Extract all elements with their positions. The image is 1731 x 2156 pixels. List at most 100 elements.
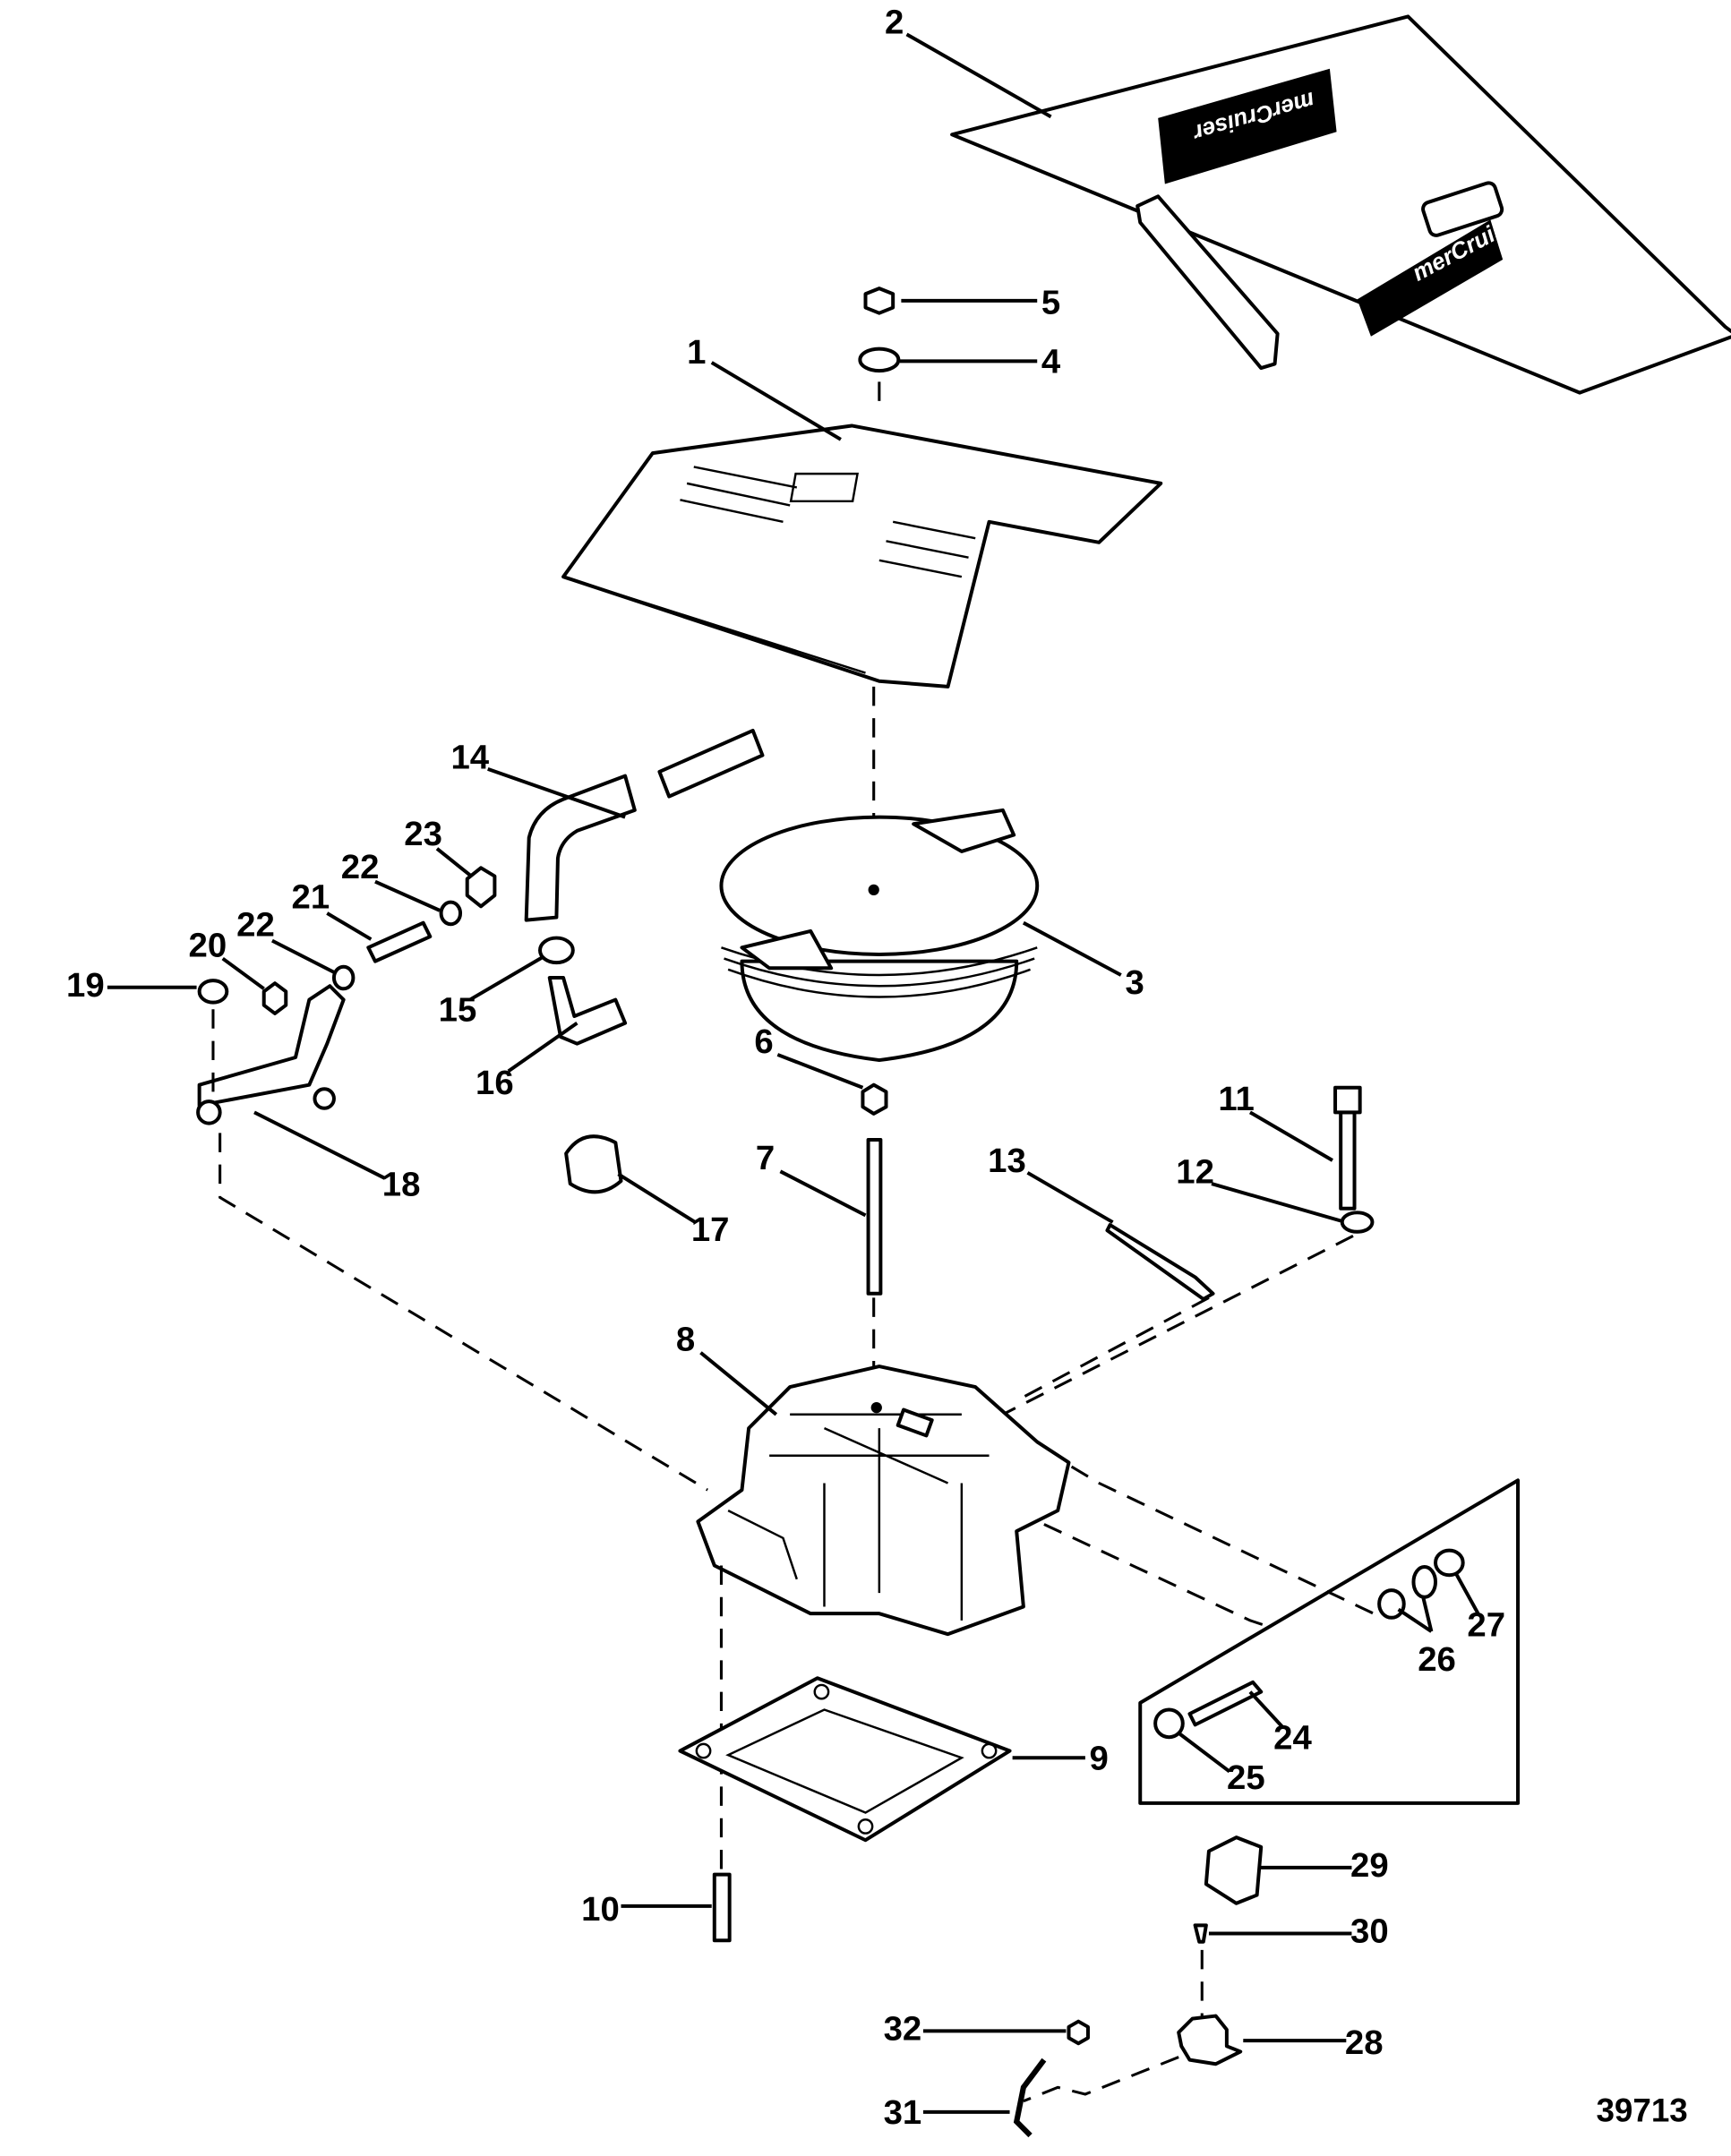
callout-number: 30 [1350, 1912, 1389, 1951]
callout-number: 1 [687, 333, 706, 372]
callout-number: 8 [676, 1321, 695, 1359]
washer-part [1340, 1211, 1375, 1234]
leader-line [1248, 1110, 1333, 1162]
leader-line [617, 1172, 697, 1224]
callout-number: 27 [1467, 1606, 1505, 1645]
callout-20: 20 [189, 926, 265, 990]
callout-22: 22 [236, 905, 335, 974]
callout-6: 6 [754, 1022, 864, 1090]
washer-part [439, 900, 463, 927]
callout-9: 9 [1012, 1739, 1109, 1777]
callout-number: 11 [1218, 1080, 1255, 1118]
leader-line [1026, 1171, 1114, 1224]
callout-14: 14 [450, 738, 626, 819]
callout-number: 28 [1345, 2023, 1384, 2062]
leader-line [487, 767, 626, 819]
nut-part [861, 1082, 888, 1116]
callout-layer: 1234567891011121314151617181920212222232… [66, 4, 1505, 2132]
callout-number: 10 [581, 1890, 620, 1929]
decal-sheet-part: merCruiser merCruiser [950, 14, 1731, 395]
callout-number: 22 [341, 848, 380, 886]
leader-line [1022, 920, 1122, 977]
leader-line [1454, 1572, 1480, 1615]
callout-number: 14 [450, 738, 489, 776]
callout-29: 29 [1259, 1846, 1389, 1885]
leader-line [699, 1351, 778, 1416]
plug-part [564, 1134, 623, 1194]
callout-15: 15 [439, 955, 544, 1030]
callout-number: 2 [885, 4, 904, 42]
callout-22: 22 [341, 848, 441, 912]
leader-line [1421, 1596, 1434, 1632]
nut-part [863, 287, 895, 315]
link-rod-part [1105, 1223, 1215, 1301]
gasket-part [678, 1676, 1012, 1843]
callout-number: 9 [1090, 1739, 1109, 1777]
leader-line [221, 956, 265, 990]
callout-number: 22 [236, 905, 275, 944]
callout-4: 4 [899, 343, 1061, 381]
figure-number: 39713 [1596, 2092, 1687, 2129]
callout-19: 19 [66, 966, 197, 1005]
leader-line [1211, 1182, 1341, 1223]
callout-13: 13 [988, 1142, 1114, 1224]
leader-line [468, 955, 544, 1002]
callout-number: 12 [1176, 1152, 1214, 1191]
callout-32: 32 [884, 2010, 1067, 2049]
throttle-lever-part [196, 979, 346, 1125]
callout-number: 15 [439, 991, 477, 1030]
leader-line [710, 361, 842, 441]
leader-line [326, 911, 373, 941]
stud-part [712, 1872, 732, 1943]
stud-part [866, 1138, 883, 1296]
leader-line [253, 1110, 386, 1180]
leader-line [1397, 1607, 1433, 1633]
carburetor-part [696, 1365, 1071, 1637]
leader-line [1177, 1732, 1231, 1774]
callout-number: 17 [691, 1211, 730, 1249]
callout-11: 11 [1218, 1080, 1333, 1162]
callout-number: 6 [754, 1022, 773, 1061]
stud-part [366, 920, 433, 963]
callout-number: 25 [1227, 1758, 1265, 1797]
clip-part [1177, 2014, 1243, 2066]
callout-5: 5 [901, 284, 1060, 322]
leader-line [435, 847, 473, 878]
callout-number: 16 [476, 1064, 514, 1102]
bolt-part [1339, 1110, 1357, 1211]
washer-part [331, 964, 356, 991]
callout-number: 23 [404, 815, 442, 853]
callout-8: 8 [676, 1321, 778, 1416]
flame-arrestor-cover-part [561, 424, 1163, 689]
clamp-part [538, 936, 575, 965]
callout-number: 5 [1041, 284, 1060, 322]
callout-7: 7 [756, 1139, 867, 1218]
leader-line [374, 879, 441, 912]
leader-line [271, 938, 335, 974]
callout-26: 26 [1397, 1596, 1456, 1679]
leader-line [776, 1053, 864, 1090]
screw-part [1193, 1923, 1208, 1944]
callout-23: 23 [404, 815, 473, 878]
callout-3: 3 [1022, 920, 1144, 1002]
callout-30: 30 [1208, 1912, 1389, 1951]
callout-28: 28 [1243, 2023, 1384, 2062]
callout-25: 25 [1177, 1732, 1265, 1797]
nut-part [465, 866, 497, 909]
callout-number: 7 [756, 1139, 775, 1177]
callout-number: 13 [988, 1142, 1026, 1180]
callout-10: 10 [581, 1890, 712, 1929]
callout-number: 4 [1041, 343, 1061, 381]
callout-number: 26 [1418, 1640, 1456, 1679]
flame-arrestor-part [719, 808, 1040, 1063]
leader-line [1248, 1690, 1285, 1729]
callout-21: 21 [292, 878, 373, 941]
leader-line [905, 32, 1052, 119]
washer-part [858, 346, 901, 373]
rod-part [1013, 2058, 1047, 2138]
leader-line [507, 1022, 578, 1073]
leader-line [779, 1169, 867, 1218]
callout-number: 19 [66, 966, 105, 1005]
nut-part [1067, 2019, 1090, 2046]
